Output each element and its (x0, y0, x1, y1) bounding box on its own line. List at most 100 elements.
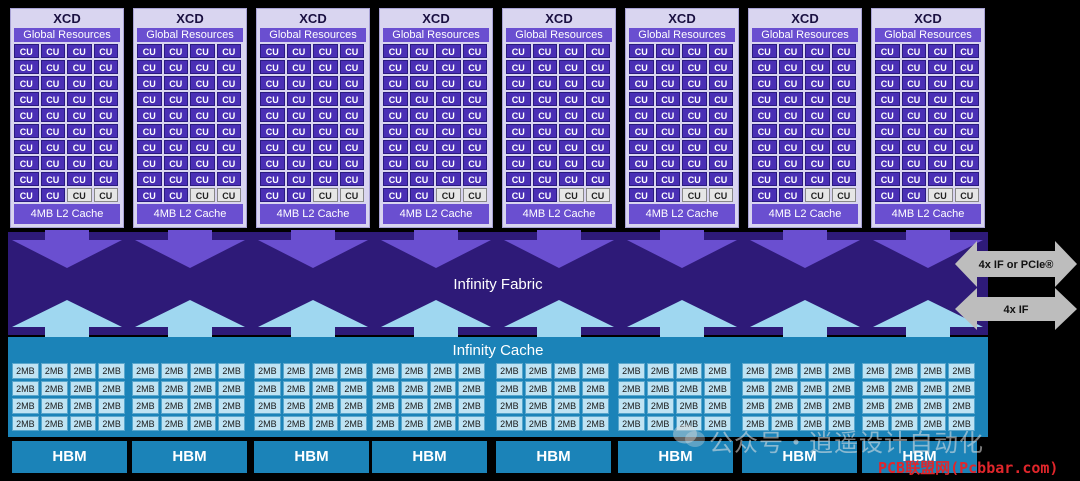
compute-unit: CU (954, 44, 979, 58)
compute-unit: CU (629, 188, 654, 202)
compute-unit: CU (708, 60, 733, 74)
compute-unit: CU (752, 140, 777, 154)
compute-unit: CU (190, 108, 215, 122)
l2-cache: 4MB L2 Cache (875, 204, 981, 224)
compute-unit: CU (778, 124, 803, 138)
cache-block: 2MB (890, 398, 918, 414)
compute-unit: CU (286, 44, 311, 58)
compute-unit: CU (462, 188, 487, 202)
compute-unit: CU (137, 140, 162, 154)
compute-unit: CU (928, 44, 953, 58)
compute-unit: CU (629, 108, 654, 122)
compute-unit: CU (708, 44, 733, 58)
compute-unit: CU (67, 60, 92, 74)
cache-block: 2MB (646, 415, 674, 431)
compute-unit: CU (14, 76, 39, 90)
compute-unit: CU (585, 44, 610, 58)
cache-block: 2MB (12, 398, 39, 414)
cache-block: 2MB (40, 363, 68, 379)
compute-unit: CU (805, 108, 830, 122)
cache-block: 2MB (553, 415, 581, 431)
cache-block: 2MB (282, 380, 310, 396)
compute-unit: CU (67, 140, 92, 154)
compute-unit: CU (629, 156, 654, 170)
compute-unit: CU (805, 44, 830, 58)
compute-unit: CU (93, 172, 118, 186)
cache-block: 2MB (646, 380, 674, 396)
compute-unit: CU (928, 92, 953, 106)
compute-unit: CU (778, 76, 803, 90)
compute-unit: CU (875, 124, 900, 138)
cache-block: 2MB (948, 398, 975, 414)
cache-block: 2MB (69, 380, 97, 396)
compute-unit: CU (928, 188, 953, 202)
compute-unit: CU (260, 44, 285, 58)
cache-block: 2MB (553, 398, 581, 414)
cache-block: 2MB (919, 398, 947, 414)
compute-unit: CU (655, 140, 680, 154)
compute-unit: CU (137, 188, 162, 202)
cache-block: 2MB (675, 398, 703, 414)
compute-unit: CU (559, 76, 584, 90)
cache-block: 2MB (618, 363, 645, 379)
cache-block: 2MB (132, 380, 159, 396)
compute-unit: CU (901, 92, 926, 106)
cache-block: 2MB (311, 380, 339, 396)
compute-unit: CU (559, 156, 584, 170)
cache-block: 2MB (828, 363, 855, 379)
compute-unit: CU (901, 108, 926, 122)
cache-block: 2MB (218, 415, 245, 431)
l2-cache: 4MB L2 Cache (14, 204, 120, 224)
compute-unit: CU (532, 76, 557, 90)
compute-unit: CU (40, 172, 65, 186)
compute-unit: CU (462, 156, 487, 170)
compute-unit: CU (629, 60, 654, 74)
compute-unit: CU (928, 60, 953, 74)
cache-block: 2MB (919, 363, 947, 379)
compute-unit: CU (752, 172, 777, 186)
cache-block: 2MB (770, 398, 798, 414)
compute-unit: CU (462, 76, 487, 90)
global-resources: Global Resources (137, 28, 243, 42)
compute-unit: CU (286, 92, 311, 106)
compute-unit: CU (532, 44, 557, 58)
cache-block: 2MB (218, 363, 245, 379)
compute-unit: CU (313, 124, 338, 138)
compute-unit: CU (409, 124, 434, 138)
cache-block: 2MB (429, 363, 457, 379)
compute-unit: CU (585, 108, 610, 122)
cache-block: 2MB (948, 415, 975, 431)
cache-block: 2MB (218, 398, 245, 414)
compute-unit: CU (163, 108, 188, 122)
compute-unit: CU (436, 44, 461, 58)
compute-unit: CU (383, 156, 408, 170)
compute-unit: CU (532, 188, 557, 202)
cache-block: 2MB (799, 363, 827, 379)
cache-block: 2MB (524, 415, 552, 431)
hbm-stack: HBM (12, 441, 127, 473)
compute-unit: CU (14, 172, 39, 186)
compute-unit: CU (216, 92, 241, 106)
cache-block: 2MB (12, 380, 39, 396)
compute-unit: CU (383, 108, 408, 122)
compute-unit: CU (629, 44, 654, 58)
compute-unit: CU (339, 156, 364, 170)
compute-unit: CU (682, 76, 707, 90)
compute-unit: CU (682, 60, 707, 74)
compute-unit: CU (163, 76, 188, 90)
compute-unit: CU (409, 60, 434, 74)
compute-unit: CU (339, 92, 364, 106)
cache-block: 2MB (618, 415, 645, 431)
compute-unit: CU (260, 156, 285, 170)
cache-block: 2MB (189, 380, 217, 396)
compute-unit: CU (67, 172, 92, 186)
compute-unit: CU (954, 124, 979, 138)
site-watermark: PCB联盟网(Pcbbar.com) (878, 459, 1059, 477)
compute-unit: CU (875, 140, 900, 154)
compute-unit: CU (436, 188, 461, 202)
up-arrow (381, 300, 491, 337)
xcd-title: XCD (422, 11, 450, 26)
